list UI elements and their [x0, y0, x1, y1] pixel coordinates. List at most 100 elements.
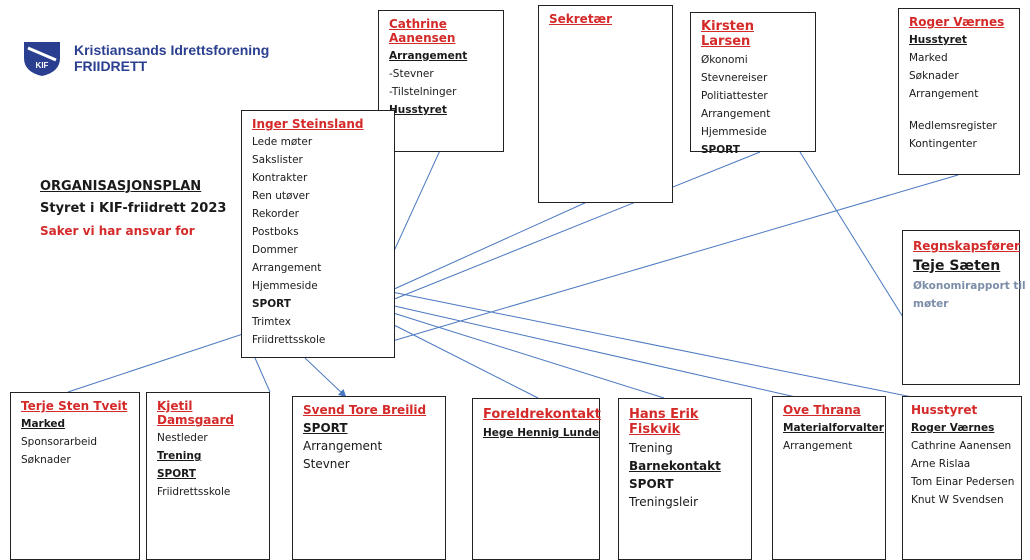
box-line: Lede møter: [252, 136, 313, 148]
box-foreldre: Foreldrekontakt Hege Hennig Lunde: [472, 398, 601, 560]
box-title: Svend Tore Breilid: [303, 403, 427, 417]
connector-kirsten-regnskap: [799, 151, 907, 323]
box-hans: Hans Erik Fiskvik Trening Barnekontakt S…: [618, 398, 752, 560]
box-roger: Roger Værnes Husstyret Marked Søknader A…: [898, 8, 1020, 175]
box-line: SPORT: [701, 144, 740, 156]
box-line: Roger Værnes: [911, 422, 995, 434]
connector-husstyret: [391, 291, 918, 399]
logo-line1: Kristiansands Idrettsforening: [74, 42, 270, 58]
box-regnskap: Regnskapsfører Teje Sæten Økonomirapport…: [902, 230, 1026, 385]
box-line: Trimtex: [252, 316, 291, 328]
box-husstyret: Husstyret Roger Værnes Cathrine Aanensen…: [902, 396, 1022, 560]
box-line: Stevner: [303, 457, 350, 471]
box-title: Roger Værnes: [909, 15, 1005, 29]
connector-terje: [67, 329, 256, 393]
box-title: Cathrine Aanensen: [389, 17, 456, 45]
box-title: Hans Erik Fiskvik: [629, 407, 699, 437]
badge-text: KIF: [36, 61, 49, 70]
connector-foreldre: [389, 322, 539, 399]
box-line: Arrangement: [701, 108, 771, 120]
connector-ove: [389, 304, 801, 399]
box-line: Søknader: [21, 454, 71, 466]
box-ove: Ove Thrana Materialforvalter Arrangement: [772, 396, 886, 560]
box-line: Trening: [157, 450, 202, 462]
box-line: Friidrettsskole: [252, 334, 326, 346]
club-logo: KIF Kristiansands Idrettsforening FRIIDR…: [20, 38, 269, 78]
box-line: Husstyret: [909, 34, 967, 46]
box-line: møter: [913, 298, 949, 310]
box-svend: Svend Tore Breilid SPORT Arrangement Ste…: [292, 396, 446, 560]
box-line: Sakslister: [252, 154, 303, 166]
connector-kjetil: [254, 357, 271, 393]
box-line: Postboks: [252, 226, 299, 238]
box-line: Økonomirapport til: [913, 280, 1026, 292]
connector-kirsten: [391, 151, 761, 301]
box-line: Søknader: [909, 70, 959, 82]
box-title: Kjetil Damsgaard: [157, 399, 234, 427]
box-line: Marked: [909, 52, 948, 64]
box-title: Ove Thrana: [783, 403, 861, 417]
box-title: Kirsten Larsen: [701, 19, 754, 49]
box-kjetil: Kjetil Damsgaard Nestleder Trening SPORT…: [146, 392, 270, 560]
box-line: Marked: [21, 418, 66, 430]
box-line: Stevnereiser: [701, 72, 768, 84]
box-line: Sponsorarbeid: [21, 436, 98, 448]
box-kirsten: Kirsten Larsen Økonomi Stevnereiser Poli…: [690, 12, 816, 156]
box-line: Husstyret: [389, 104, 447, 116]
box-line: Hjemmeside: [701, 126, 767, 138]
box-line: Barnekontakt: [629, 459, 721, 473]
box-title: Sekretær: [549, 12, 613, 26]
box-line: Hege Hennig Lunde: [483, 427, 600, 439]
heading-subtitle: Styret i KIF-friidrett 2023: [40, 201, 227, 216]
box-title: Foreldrekontakt: [483, 407, 601, 422]
box-line: Cathrine Aanensen: [911, 440, 1012, 452]
connector-sekretaer: [391, 196, 599, 291]
box-line: SPORT: [629, 477, 674, 491]
box-line: Medlemsregister: [909, 120, 997, 132]
box-line: Ren utøver: [252, 190, 310, 202]
box-terje: Terje Sten Tveit Marked Sponsorarbeid Sø…: [10, 392, 140, 560]
connector-svend: [304, 357, 347, 398]
box-line: Politiattester: [701, 90, 768, 102]
box-line: Trening: [629, 441, 673, 455]
box-line: SPORT: [157, 468, 196, 480]
box-line: Arrangement: [783, 440, 853, 452]
box-line: Kontingenter: [909, 138, 977, 150]
box-line: Kontrakter: [252, 172, 308, 184]
box-line: SPORT: [252, 298, 291, 310]
box-line: Arne Rislaa: [911, 458, 971, 470]
box-line: Tom Einar Pedersen: [911, 476, 1015, 488]
box-line: SPORT: [303, 421, 348, 435]
box-line: Arrangement: [252, 262, 322, 274]
box-line: Arrangement: [909, 88, 979, 100]
box-cathrine: Cathrine Aanensen Arrangement -Stevner -…: [378, 10, 504, 152]
box-line: Friidrettsskole: [157, 486, 231, 498]
box-line: Materialforvalter: [783, 422, 884, 434]
box-line: Hjemmeside: [252, 280, 318, 292]
connector-roger: [388, 174, 959, 343]
box-sekretaer: Sekretær: [538, 5, 673, 203]
box-line: Nestleder: [157, 432, 208, 444]
logo-line2: FRIIDRETT: [74, 58, 148, 74]
box-line: Arrangement: [389, 50, 468, 62]
connector-hans: [389, 311, 665, 399]
box-line: Rekorder: [252, 208, 299, 220]
club-badge-icon: KIF: [24, 42, 60, 76]
box-line: Teje Sæten: [913, 258, 1001, 274]
box-line: Økonomi: [701, 54, 748, 66]
box-line: Knut W Svendsen: [911, 494, 1004, 506]
box-inger: Inger Steinsland Lede møter Sakslister K…: [241, 110, 395, 358]
heading-title: ORGANISASJONSPLAN: [40, 179, 202, 194]
box-title: Inger Steinsland: [252, 117, 364, 131]
box-line: Dommer: [252, 244, 298, 256]
box-title: Regnskapsfører: [913, 239, 1020, 253]
box-line: -Stevner: [389, 68, 434, 80]
page-heading: ORGANISASJONSPLAN Styret i KIF-friidrett…: [40, 176, 226, 242]
box-line: Arrangement: [303, 439, 383, 453]
heading-note: Saker vi har ansvar for: [40, 224, 195, 238]
box-line: Treningsleir: [629, 495, 699, 509]
box-title: Husstyret: [911, 403, 978, 417]
box-title: Terje Sten Tveit: [21, 399, 128, 413]
box-line: -Tilstelninger: [389, 86, 457, 98]
